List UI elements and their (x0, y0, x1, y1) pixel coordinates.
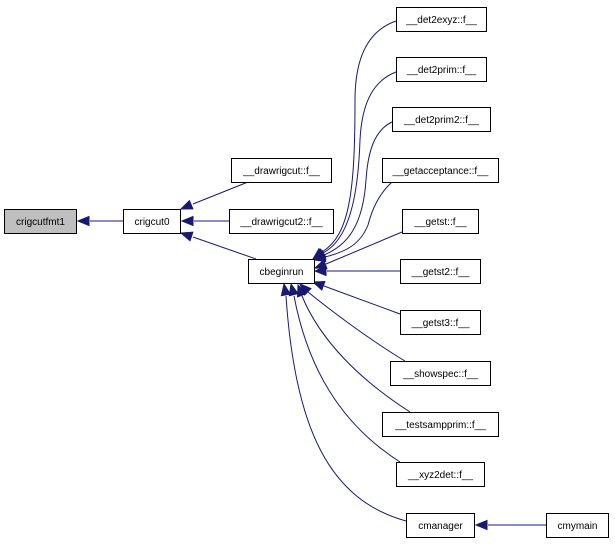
edge-det2prim2-to-cbeginrun (312, 121, 393, 260)
edge-line (192, 181, 249, 205)
edge-line (301, 295, 411, 413)
node-box (406, 513, 475, 538)
arrowhead-icon (280, 282, 292, 297)
arrowhead-icon (288, 282, 299, 297)
arrowhead-icon (179, 199, 194, 210)
node-testsampprim[interactable]: __testsampprim::f__ (382, 412, 499, 437)
node-label: __det2exyz::f__ (405, 15, 477, 26)
edges (76, 20, 546, 531)
node-getst[interactable]: __getst::f__ (402, 209, 479, 234)
edge-line (293, 295, 401, 463)
node-label: crigcutfmt1 (16, 217, 65, 228)
arrowhead-icon (313, 265, 327, 277)
node-det2exyz[interactable]: __det2exyz::f__ (396, 7, 487, 32)
edge-line (322, 71, 397, 254)
node-getst3[interactable]: __getst3::f__ (400, 310, 481, 335)
edge-getst2-to-cbeginrun (313, 265, 400, 277)
node-box (400, 310, 481, 335)
node-label: __showspec::f__ (402, 369, 478, 380)
edge-testsampprim-to-cbeginrun (297, 283, 411, 413)
arrowhead-icon (180, 215, 194, 227)
edge-line (307, 291, 406, 362)
arrowhead-icon (179, 231, 194, 242)
edge-getacceptance-to-cbeginrun (312, 181, 393, 263)
node-box (396, 57, 487, 82)
edge-line (325, 231, 403, 265)
node-cmanager[interactable]: cmanager (406, 513, 475, 538)
edge-line (324, 181, 393, 258)
node-box (396, 7, 487, 32)
node-drawrigcut2[interactable]: __drawrigcut2::f__ (229, 209, 334, 234)
node-crigcutfmt1: crigcutfmt1 (4, 209, 77, 234)
node-box (382, 158, 499, 183)
node-label: __getst::f__ (413, 217, 467, 228)
node-box (4, 209, 77, 234)
edge-line (323, 121, 393, 256)
edge-cmymain-to-cmanager (474, 519, 546, 531)
node-label: cbeginrun (260, 267, 304, 278)
node-cmymain[interactable]: cmymain (546, 513, 609, 538)
arrowhead-icon (297, 283, 307, 298)
node-getacceptance[interactable]: __getacceptance::f__ (382, 158, 499, 183)
node-box (229, 209, 334, 234)
node-det2prim2[interactable]: __det2prim2::f__ (392, 107, 491, 132)
node-box (392, 107, 491, 132)
edge-cbeginrun-to-crigcut0 (179, 231, 257, 260)
node-label: __getst2::f__ (411, 267, 470, 278)
node-label: cmanager (418, 521, 463, 532)
node-label: __getst3::f__ (411, 318, 470, 329)
node-box (123, 209, 181, 234)
node-box (390, 361, 491, 386)
edge-line (192, 236, 257, 260)
node-label: __xyz2det::f__ (407, 470, 473, 481)
node-crigcut0[interactable]: crigcut0 (123, 209, 181, 234)
node-label: __getacceptance::f__ (392, 166, 489, 177)
arrowhead-icon (474, 519, 488, 531)
node-drawrigcut[interactable]: __drawrigcut::f__ (231, 158, 332, 183)
node-box (396, 462, 485, 487)
node-box (400, 259, 481, 284)
edge-crigcut0-to-crigcutfmt1 (76, 215, 123, 227)
edge-xyz2det-to-cbeginrun (288, 282, 401, 463)
node-xyz2det[interactable]: __xyz2det::f__ (396, 462, 485, 487)
node-label: __det2prim2::f__ (403, 115, 479, 126)
edge-line (285, 295, 407, 522)
node-box (248, 259, 315, 284)
node-box (402, 209, 479, 234)
node-showspec[interactable]: __showspec::f__ (390, 361, 491, 386)
edge-drawrigcut2-to-crigcut0 (180, 215, 229, 227)
node-box (546, 513, 609, 538)
node-getst2[interactable]: __getst2::f__ (400, 259, 481, 284)
arrowhead-icon (76, 215, 90, 227)
edge-cmanager-to-cbeginrun (280, 282, 407, 522)
edge-line (321, 20, 397, 253)
node-cbeginrun[interactable]: cbeginrun (248, 259, 315, 284)
edge-drawrigcut-to-crigcut0 (179, 181, 249, 210)
node-label: crigcut0 (134, 217, 169, 228)
edge-getst3-to-cbeginrun (311, 281, 401, 315)
node-label: __drawrigcut2::f__ (239, 217, 323, 228)
edge-line (323, 285, 401, 315)
node-box (231, 158, 332, 183)
node-box (382, 412, 499, 437)
arrowhead-icon (311, 281, 326, 291)
node-label: __drawrigcut::f__ (242, 166, 320, 177)
node-det2prim[interactable]: __det2prim::f__ (396, 57, 487, 82)
node-label: __det2prim::f__ (406, 65, 477, 76)
node-label: cmymain (557, 521, 597, 532)
arrowhead-icon (312, 251, 327, 263)
nodes: crigcutfmt1 crigcut0 __drawrigcut::f____dr… (4, 7, 609, 538)
node-label: __testsampprim::f__ (394, 420, 486, 431)
